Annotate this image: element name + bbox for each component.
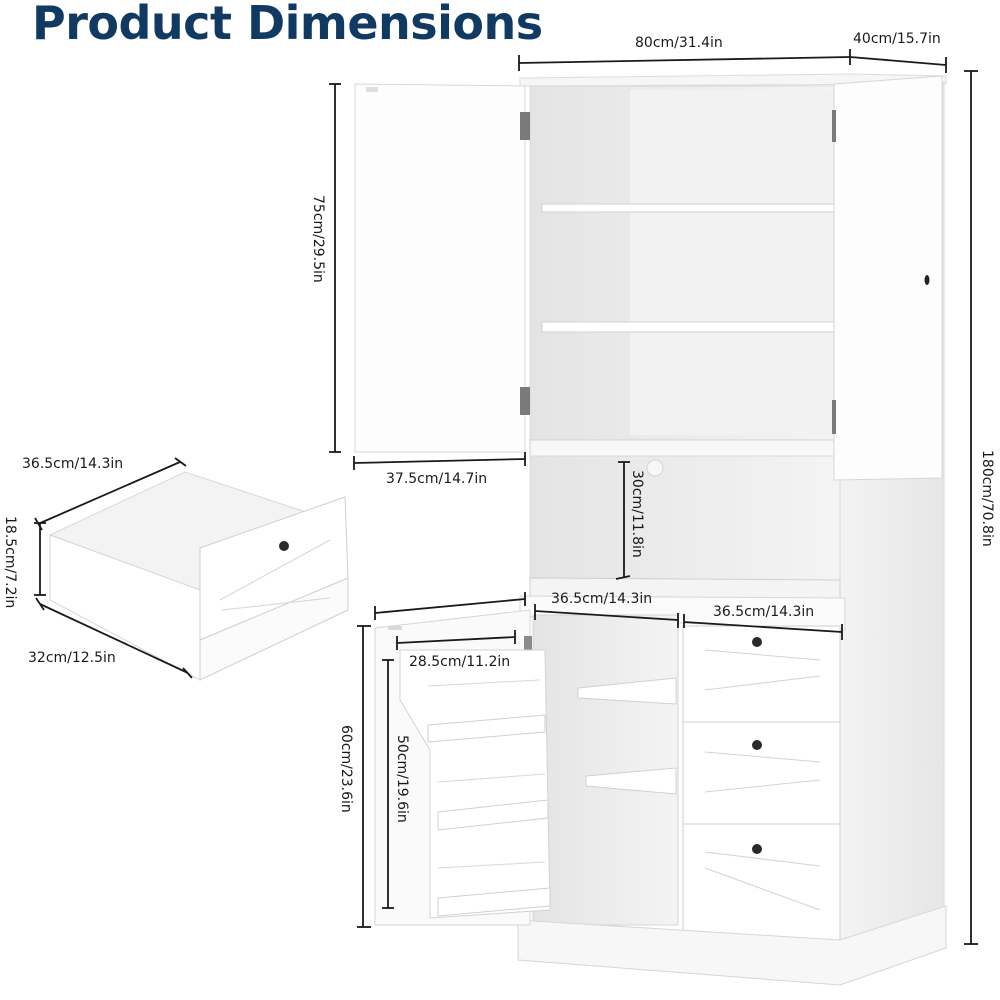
lower-cabinet-height-label: 60cm/23.6in bbox=[338, 725, 354, 813]
door-rack-width-label: 28.5cm/11.2in bbox=[409, 654, 511, 670]
hinge-icon bbox=[524, 636, 532, 650]
door-rack-height-label: 50cm/19.6in bbox=[394, 735, 410, 823]
overall-width-label: 80cm/31.4in bbox=[635, 35, 723, 51]
drawer-depth-label: 32cm/12.5in bbox=[28, 650, 116, 666]
drawer-knob-icon bbox=[752, 740, 762, 750]
hinge-icon bbox=[520, 387, 530, 415]
page-title: Product Dimensions bbox=[32, 0, 543, 50]
drawer-knob-icon bbox=[279, 541, 289, 551]
cabinet-body bbox=[517, 73, 947, 986]
drawer-section-width-label: 36.5cm/14.3in bbox=[713, 604, 815, 620]
upper-cabinet-height-label: 75cm/29.5in bbox=[310, 195, 326, 283]
drawer-detail bbox=[48, 471, 349, 681]
dimension-lines bbox=[34, 49, 978, 945]
lower-left-door bbox=[374, 609, 551, 926]
lower-cabinet-width-label: 36.5cm/14.3in bbox=[551, 591, 653, 607]
overall-height-label: 180cm/70.8in bbox=[979, 450, 995, 547]
upper-door-width-label: 37.5cm/14.7in bbox=[386, 471, 488, 487]
upper-right-door bbox=[832, 75, 943, 481]
drawer-knob-icon bbox=[752, 637, 762, 647]
drawer-width-label: 36.5cm/14.3in bbox=[22, 456, 124, 472]
drawer-height-label: 18.5cm/7.2in bbox=[2, 516, 18, 609]
drawer-knob-icon bbox=[752, 844, 762, 854]
upper-left-door bbox=[354, 83, 530, 453]
overall-depth-label: 40cm/15.7in bbox=[853, 31, 941, 47]
hinge-icon bbox=[520, 112, 530, 140]
open-shelf-height-label: 30cm/11.8in bbox=[629, 470, 645, 558]
drawer-stack bbox=[682, 625, 841, 943]
